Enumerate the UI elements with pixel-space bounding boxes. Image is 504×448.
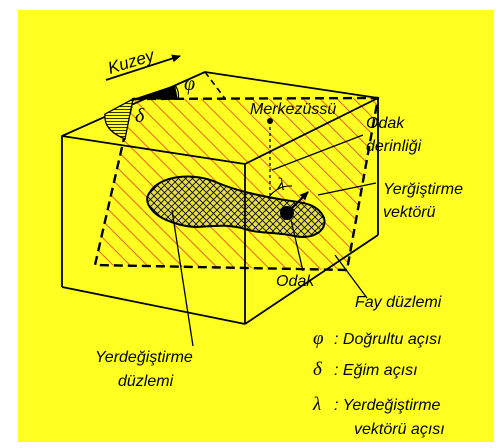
dip-angle-wedge <box>104 97 134 140</box>
focal-depth-label-2: derinliği <box>366 138 422 155</box>
lambda-symbol-label: λ <box>276 174 285 194</box>
leader-lines <box>171 134 377 347</box>
slip-plane-label-2: düzlemi <box>118 373 174 390</box>
focus-label: Odak <box>276 273 315 290</box>
fault-plane-label: Fay düzlemi <box>355 294 442 311</box>
phi-symbol-label: φ <box>184 73 195 95</box>
slip-vector-label-2: vektörü <box>383 204 436 221</box>
legend-delta-text: : Eğim açısı <box>334 362 418 379</box>
slip-vector-label-1: Yerğiştirme <box>383 181 463 198</box>
legend-lambda-text: : Yerdeğiştirme <box>334 397 441 414</box>
rake-angle-arc <box>267 185 293 199</box>
strike-angle-wedge <box>133 85 178 100</box>
slip-vector-arrow <box>286 191 309 214</box>
legend-phi-symbol: φ <box>313 328 324 349</box>
strike-angle-arc <box>174 84 180 101</box>
legend: φ : Doğrultu açısı δ : Eğim açısı λ : Ye… <box>312 328 445 438</box>
delta-symbol-label: δ <box>135 105 145 127</box>
epicenter-label: Merkezüssü <box>250 101 336 118</box>
slip-patch <box>146 175 326 238</box>
legend-phi-text: : Doğrultu açısı <box>334 331 442 348</box>
focal-depth-label-1: Odak <box>366 115 405 132</box>
legend-lambda-symbol: λ <box>312 394 321 415</box>
legend-lambda-text-2: vektörü açısı <box>354 421 445 438</box>
slip-plane-label-1: Yerdeğiştirme <box>95 349 193 366</box>
north-arrow <box>105 54 181 81</box>
legend-delta-symbol: δ <box>313 359 323 380</box>
